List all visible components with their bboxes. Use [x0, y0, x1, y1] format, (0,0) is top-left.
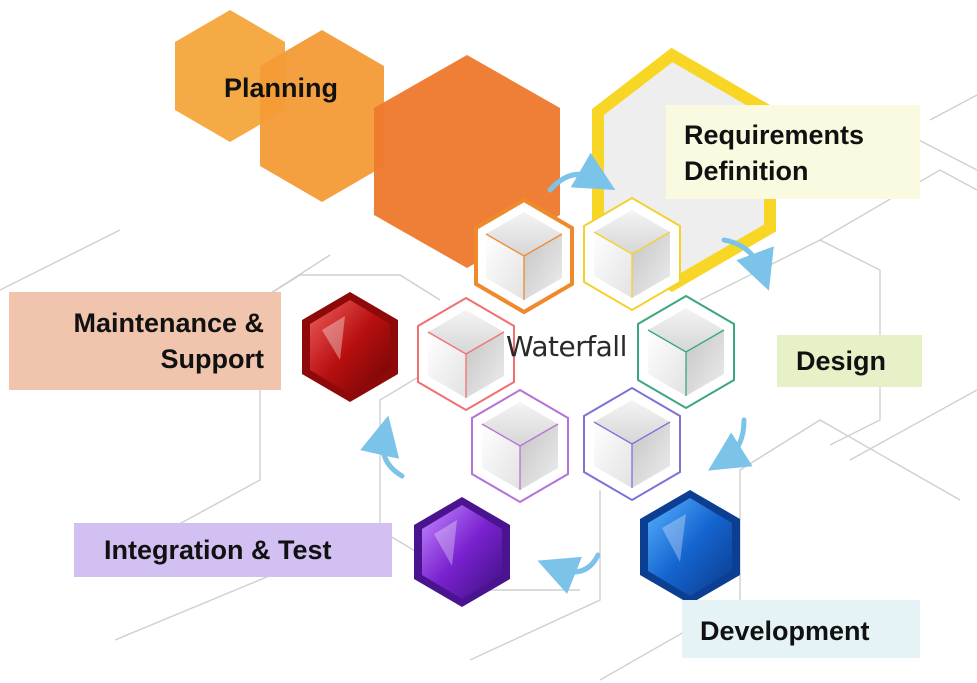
phase-label-line: Design — [796, 346, 887, 376]
phase-label-maintenance: Maintenance & Support — [9, 292, 281, 390]
phase-label-line: Integration & Test — [104, 535, 332, 565]
planning-hexagons — [175, 10, 560, 268]
development-gem — [640, 490, 740, 604]
phase-label-line: Support — [160, 344, 264, 374]
phase-label-line: Planning — [224, 73, 338, 103]
phase-label-integration: Integration & Test — [74, 523, 392, 577]
phase-label-requirements: Requirements Definition — [666, 105, 920, 199]
cube-requirements — [583, 196, 681, 312]
arrow-planning-to-requirements — [547, 152, 616, 193]
arrow-integration-to-maintenance — [360, 415, 405, 479]
cube-maintenance — [417, 296, 515, 412]
cube-development — [583, 386, 681, 502]
phase-label-design: Design — [777, 335, 922, 387]
phase-label-line: Development — [700, 616, 870, 646]
planning-hexagon-mid — [260, 30, 384, 202]
cube-integration — [471, 388, 569, 504]
phase-label-line: Definition — [684, 156, 809, 186]
phase-label-development: Development — [682, 600, 920, 658]
flow-arrows — [360, 152, 774, 594]
cube-planning — [474, 197, 574, 315]
center-label-waterfall: Waterfall — [506, 330, 627, 363]
phase-label-line: Requirements — [684, 120, 865, 150]
phase-label-planning: Planning — [206, 66, 376, 110]
arrow-development-to-integration — [537, 552, 601, 594]
phase-label-line: Maintenance & — [73, 308, 264, 338]
integration-gem — [414, 497, 510, 607]
cube-design — [637, 294, 735, 410]
arrow-design-to-development — [708, 417, 753, 471]
arrow-requirements-to-design — [721, 237, 774, 291]
maintenance-gem — [302, 292, 398, 402]
planning-hexagon-back — [175, 10, 285, 142]
